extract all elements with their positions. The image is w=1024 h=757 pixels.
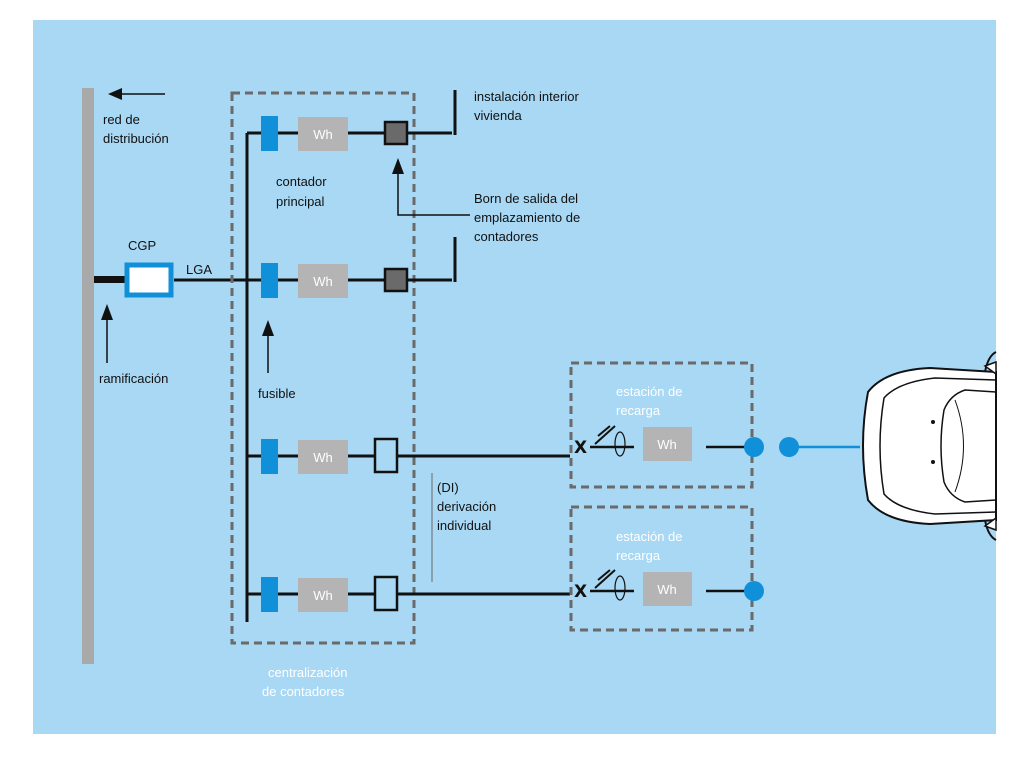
meter-box: [298, 440, 348, 474]
contador-label-line2: principal: [276, 194, 325, 209]
born-label-line2: emplazamiento de: [474, 210, 580, 225]
di-label-line3: individual: [437, 518, 491, 533]
meter-box: [298, 578, 348, 612]
station-label-line2: recarga: [616, 548, 661, 563]
output-terminal: [383, 120, 409, 146]
instalacion-label-line2: vivienda: [474, 108, 522, 123]
ramificacion-label: ramificación: [99, 371, 168, 386]
fuse: [261, 263, 278, 298]
plug-dot: [779, 437, 799, 457]
fusible-arrow: [262, 320, 274, 373]
branch-connector: [94, 276, 126, 283]
di-label-line2: derivación: [437, 499, 496, 514]
di-label-line1: (DI): [437, 480, 459, 495]
meter-row-3: Wh: [247, 437, 570, 474]
meter-row-2: Wh: [247, 237, 457, 298]
breaker-x: X: [574, 438, 587, 458]
output-terminal: [373, 437, 399, 474]
born-label-line3: contadores: [474, 229, 539, 244]
centralizacion-label-line2: de contadores: [262, 684, 345, 699]
meter-label: Wh: [313, 450, 333, 465]
meter-label: Wh: [657, 582, 677, 597]
red-label-line1: red de: [103, 112, 140, 127]
fusible-label: fusible: [258, 386, 296, 401]
fuse: [261, 116, 278, 151]
centralizacion-label-line1: centralización: [268, 665, 348, 680]
meter-row-1: Wh: [247, 90, 457, 151]
output-terminal: [383, 267, 409, 293]
centralizacion-box: [230, 91, 416, 645]
red-label-line2: distribución: [103, 131, 169, 146]
meter-box: [298, 264, 348, 298]
socket-dot: [744, 581, 764, 601]
distribution-network-bar: [82, 88, 94, 664]
contador-label-line1: contador: [276, 174, 327, 189]
charging-station-2: estación de recarga X Wh: [569, 505, 764, 632]
meter-label: Wh: [657, 437, 677, 452]
station-label-line1: estación de: [616, 384, 683, 399]
station-label-line1: estación de: [616, 529, 683, 544]
differential-switch-icon: [590, 425, 634, 457]
fuse: [261, 577, 278, 612]
socket-dot: [744, 437, 764, 457]
car-icon: [862, 351, 997, 541]
fuse: [261, 439, 278, 474]
lga-label: LGA: [186, 262, 212, 277]
ramificacion-arrow: [101, 304, 113, 363]
red-arrow: [108, 88, 165, 100]
instalacion-label-line1: instalación interior: [474, 89, 579, 104]
born-label-line1: Born de salida del: [474, 191, 578, 206]
station-label-line2: recarga: [616, 403, 661, 418]
diagram-background: [33, 20, 996, 734]
breaker-x: X: [574, 582, 587, 602]
charging-station-1: estación de recarga X Wh: [569, 361, 764, 489]
meter-label: Wh: [313, 274, 333, 289]
cgp-box: [124, 262, 174, 298]
meter-box: [298, 117, 348, 151]
meter-box: [643, 427, 692, 461]
meter-box: [643, 572, 692, 606]
output-terminal: [373, 575, 399, 612]
station-box: [569, 361, 754, 489]
station-box: [569, 505, 754, 632]
meter-label: Wh: [313, 588, 333, 603]
born-pointer: [392, 158, 470, 216]
cgp-label: CGP: [128, 238, 156, 253]
differential-switch-icon: [590, 569, 634, 601]
meter-label: Wh: [313, 127, 333, 142]
meter-row-4: Wh: [247, 575, 570, 612]
